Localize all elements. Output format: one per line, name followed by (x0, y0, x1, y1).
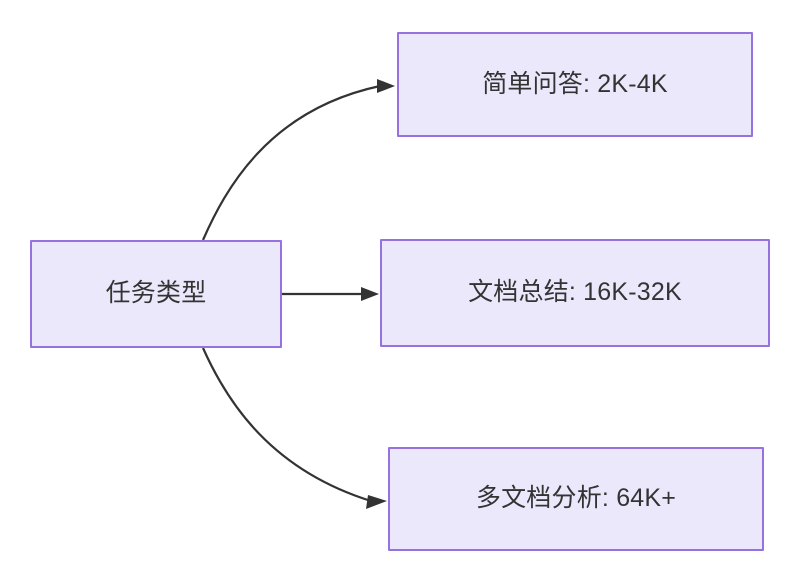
node-multi-doc-label: 多文档分析: 64K+ (475, 484, 677, 513)
node-task-type-label: 任务类型 (105, 279, 207, 308)
node-simple-qa-label: 简单问答: 2K-4K (482, 69, 668, 98)
node-simple-qa[interactable]: 简单问答: 2K-4K (397, 32, 753, 137)
edge-root-to-simple-qa-path (201, 84, 381, 241)
edge-root-to-multi-doc (201, 347, 387, 509)
edge-root-to-multi-doc-path (201, 347, 372, 503)
edge-root-to-simple-qa-arrowhead (377, 79, 395, 93)
node-doc-summary-label: 文档总结: 16K-32K (468, 278, 682, 307)
edge-root-to-doc-summary (282, 287, 379, 301)
edge-root-to-doc-summary-arrowhead (361, 287, 379, 301)
node-doc-summary[interactable]: 文档总结: 16K-32K (380, 239, 770, 347)
edge-root-to-multi-doc-arrowhead (366, 495, 387, 509)
node-task-type[interactable]: 任务类型 (30, 240, 282, 348)
edge-root-to-simple-qa (201, 79, 395, 241)
node-multi-doc[interactable]: 多文档分析: 64K+ (388, 447, 764, 551)
